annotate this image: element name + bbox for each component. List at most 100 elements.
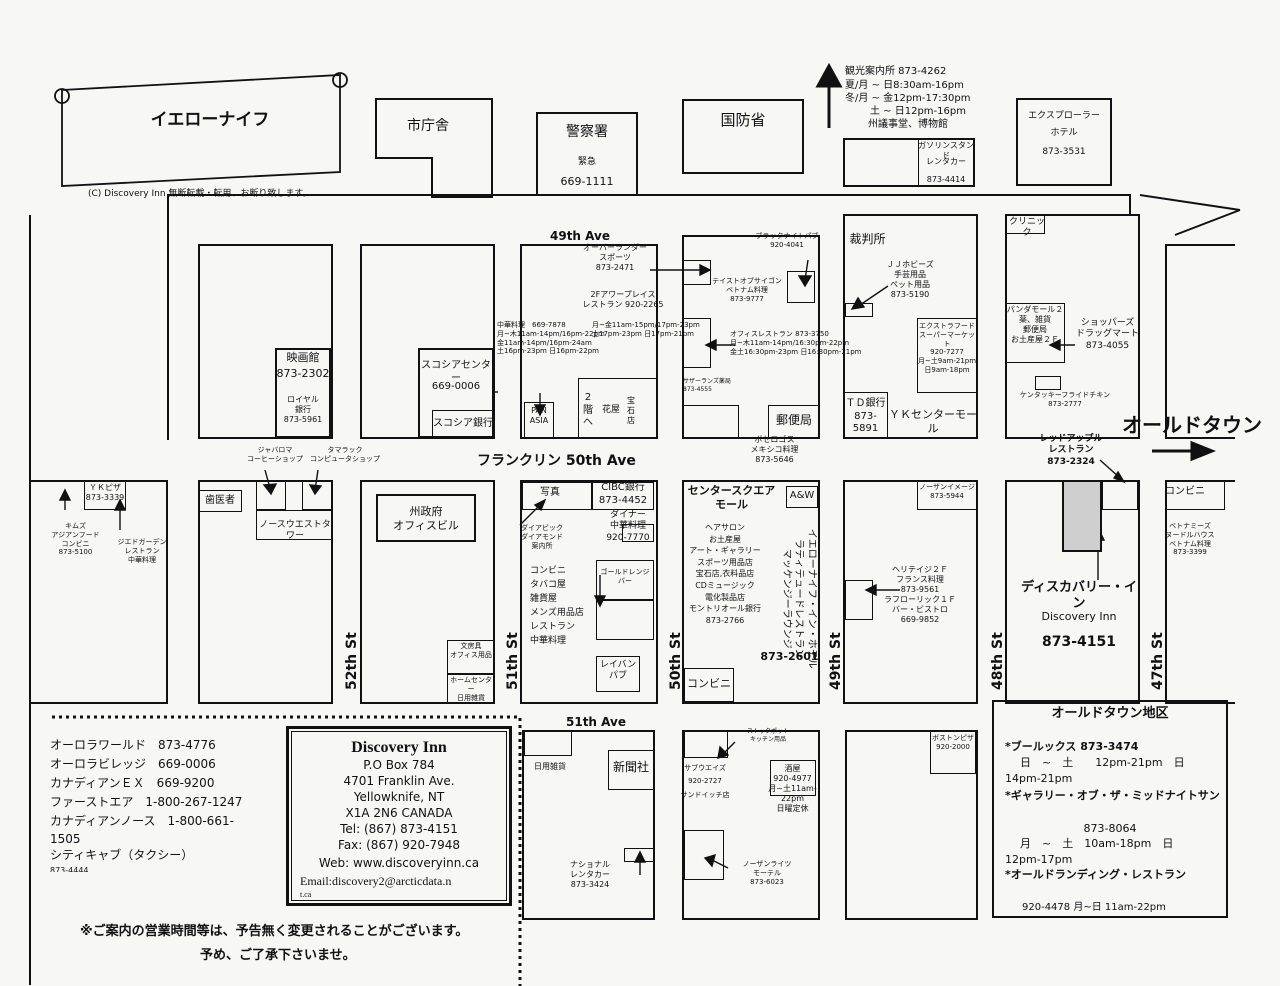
java-box [256, 480, 286, 510]
title-banner: イエローナイフ [150, 110, 270, 130]
clinic-label: クリニック [1008, 217, 1045, 239]
scotia-label: スコシアセンター [421, 360, 491, 384]
inn-card-web: Web: www.discoveryinn.ca [318, 856, 480, 870]
java-label: ジャバロマ コーヒーショップ [247, 446, 303, 463]
block-a [198, 244, 333, 439]
oldtown-b5: 873-8064 [1083, 822, 1137, 835]
scotia-bank-label: スコシア銀行 [433, 418, 493, 429]
phone-l3: カナディアンＥＸ 669-9200 [50, 776, 215, 790]
home-center [447, 674, 495, 704]
oldtown-b6: 月 ~ 土 10am-18pm 日 [1020, 837, 1174, 850]
shoppers-label: ショッパーズ ドラッグマート 873-4055 [1075, 318, 1139, 351]
diner-box [622, 524, 654, 542]
inn-card-email: Email:discovery2@arcticdata.n [300, 874, 452, 888]
jj-box [845, 303, 873, 317]
td-bank-label: ＴＤ銀行 873-5891 [845, 398, 886, 434]
yk-inn-phone: 873-2601 [760, 650, 819, 663]
block-k [520, 480, 658, 704]
tamarack-label: タマラック コンピュータショップ [310, 446, 380, 463]
inn-card-inner [291, 731, 507, 901]
inn-card-l1: P.O Box 784 [363, 758, 435, 772]
restaurant-2f: 2Fアワープレイス レストラン 920-2265 [582, 290, 664, 309]
post-office-label: 郵便局 [775, 413, 812, 427]
national-box [624, 848, 654, 862]
info-line2: 夏/月 ~ 日8:30am-16pm [845, 80, 964, 91]
overlander: オーバーランダー スポーツ 873-2471 [583, 243, 647, 272]
royal-bank: ロイヤル 銀行 873-5961 [283, 395, 323, 424]
block-g [1165, 244, 1235, 439]
conv-47 [1165, 480, 1225, 510]
restaurant-2f-hours: 月~金11am-15pm/17pm-23pm 土17pm-23pm 日17pm-… [592, 321, 700, 338]
red-apple-label: レッドアップル レストラン 873-2324 [1039, 434, 1103, 467]
raven-label: レイバン パブ [599, 660, 637, 682]
oldtown-b8: *オールドランディング・レストラン [1005, 868, 1186, 881]
phone-l2: オーロラビレッジ 669-0006 [50, 757, 216, 771]
blacknight-box [787, 271, 815, 303]
northern-lights-label: ノーザンライツ モーテル 873-6023 [742, 860, 792, 886]
defense-ministry [682, 99, 804, 174]
block-q [682, 730, 820, 920]
cinema [275, 348, 331, 438]
road-49th-ave: 49th Ave [550, 229, 610, 243]
gold-range-label: ゴールドレンジ バー [600, 568, 650, 585]
dentist [198, 490, 242, 512]
liquor-label: 酒屋 920-4977 月~土11am-22pm 日曜定休 [768, 764, 817, 813]
inn-card-l2: 4701 Franklin Ave. [343, 774, 455, 788]
road-48th-st: 48th St [990, 632, 1006, 690]
taste-saigon-box [683, 260, 711, 285]
yk-pizza-label: ＹＫピザ 873-3339 [85, 483, 125, 502]
subway-label: サブウエイズ 920-2727 サンドイッチ店 [680, 764, 730, 799]
kfc-label: ケンタッキーフライドチキン 873-2777 [1019, 391, 1111, 408]
block-p [522, 730, 655, 920]
defense-label: 国防省 [720, 111, 766, 129]
info-line4: 土 ~ 日12pm-16pm [870, 106, 966, 117]
floor2-label: 2 階 へ [583, 392, 593, 428]
block-h [30, 480, 168, 704]
road-51th-st: 51th St [505, 632, 521, 690]
block-m [843, 480, 978, 704]
office-restaurant: オフィスレストラン 873-3750 月~木11am-14pm/16:30pm-… [730, 330, 862, 356]
block-o [1165, 480, 1235, 704]
yk-inn-label: イエローナイフ・イン・ホテル ラティテュードレストラン マッケンジーラウンジ [780, 528, 817, 669]
discovery-jp: ディスカバリー・イン [1020, 580, 1138, 612]
block-b [360, 244, 495, 439]
conv-50-label: コンビニ [687, 677, 731, 690]
diamond-label: ダイアビック ダイアモンド 案内所 [521, 524, 563, 550]
panda-mall [1005, 303, 1065, 363]
jj-hobbies: ＪＪホビーズ 手芸用品 ペット用品 873-5190 [886, 260, 934, 299]
notice-line2: 予め、ご了承下さいませ。 [200, 948, 356, 963]
chinese-hours: 中華料理 669-7878 月~木11am-14pm/16pm-22pm 金11… [497, 321, 605, 356]
discovery-phone: 873-4151 [1042, 634, 1116, 650]
newspaper-label: 新聞社 [612, 760, 649, 774]
national-label: ナショナル レンタカー 873-3424 [570, 860, 610, 889]
pan-asia-label: PAN ASIA [529, 406, 549, 425]
post-office [768, 405, 820, 438]
cibc-bank [592, 482, 654, 510]
stock-box [684, 730, 728, 758]
scotia-phone: 669-0006 [431, 381, 481, 392]
block-j [360, 480, 495, 704]
block-gas [843, 138, 975, 187]
oldtown-box [992, 700, 1228, 918]
gov-office [376, 494, 476, 542]
td-bank [843, 392, 888, 438]
aw-restaurant [786, 486, 818, 508]
taste-saigon: テイストオブサイゴン ベトナム料理 873-9777 [712, 277, 782, 303]
convenience-list: コンビニ タバコ屋 雑貨屋 メンズ用品店 レストラン 中華料理 [530, 566, 584, 646]
shop-rows [596, 600, 654, 640]
oldtown-b4: *ギャラリー・オブ・ザ・ミッドナイトサン [1005, 789, 1220, 802]
inn-card-email-2: t.ca [300, 890, 312, 898]
northern-images-label: ノーザンイメージ 873-5944 [919, 483, 975, 500]
vietnamese-label: ベトナミーズ ヌードルハウス ベトナム料理 873-3399 [1165, 522, 1215, 557]
road-47th-st: 47th St [1150, 632, 1166, 690]
road-51th-ave: 51th Ave [566, 715, 626, 729]
kims-label: キムズ アジアンフード コンビニ 873-5100 [51, 522, 100, 557]
police-label: 警察署 [566, 124, 608, 140]
notice-line1: ※ご案内の営業時間等は、予告無く変更されることがございます。 [80, 924, 469, 939]
oldtown-b3: 14pm-21pm [1005, 772, 1073, 785]
northwest-tower [256, 510, 332, 540]
explorer-label: エクスプローラー [1028, 111, 1100, 121]
northwest-label: ノースウエストタワー [259, 520, 331, 542]
photo-label: 写真 [540, 487, 560, 498]
